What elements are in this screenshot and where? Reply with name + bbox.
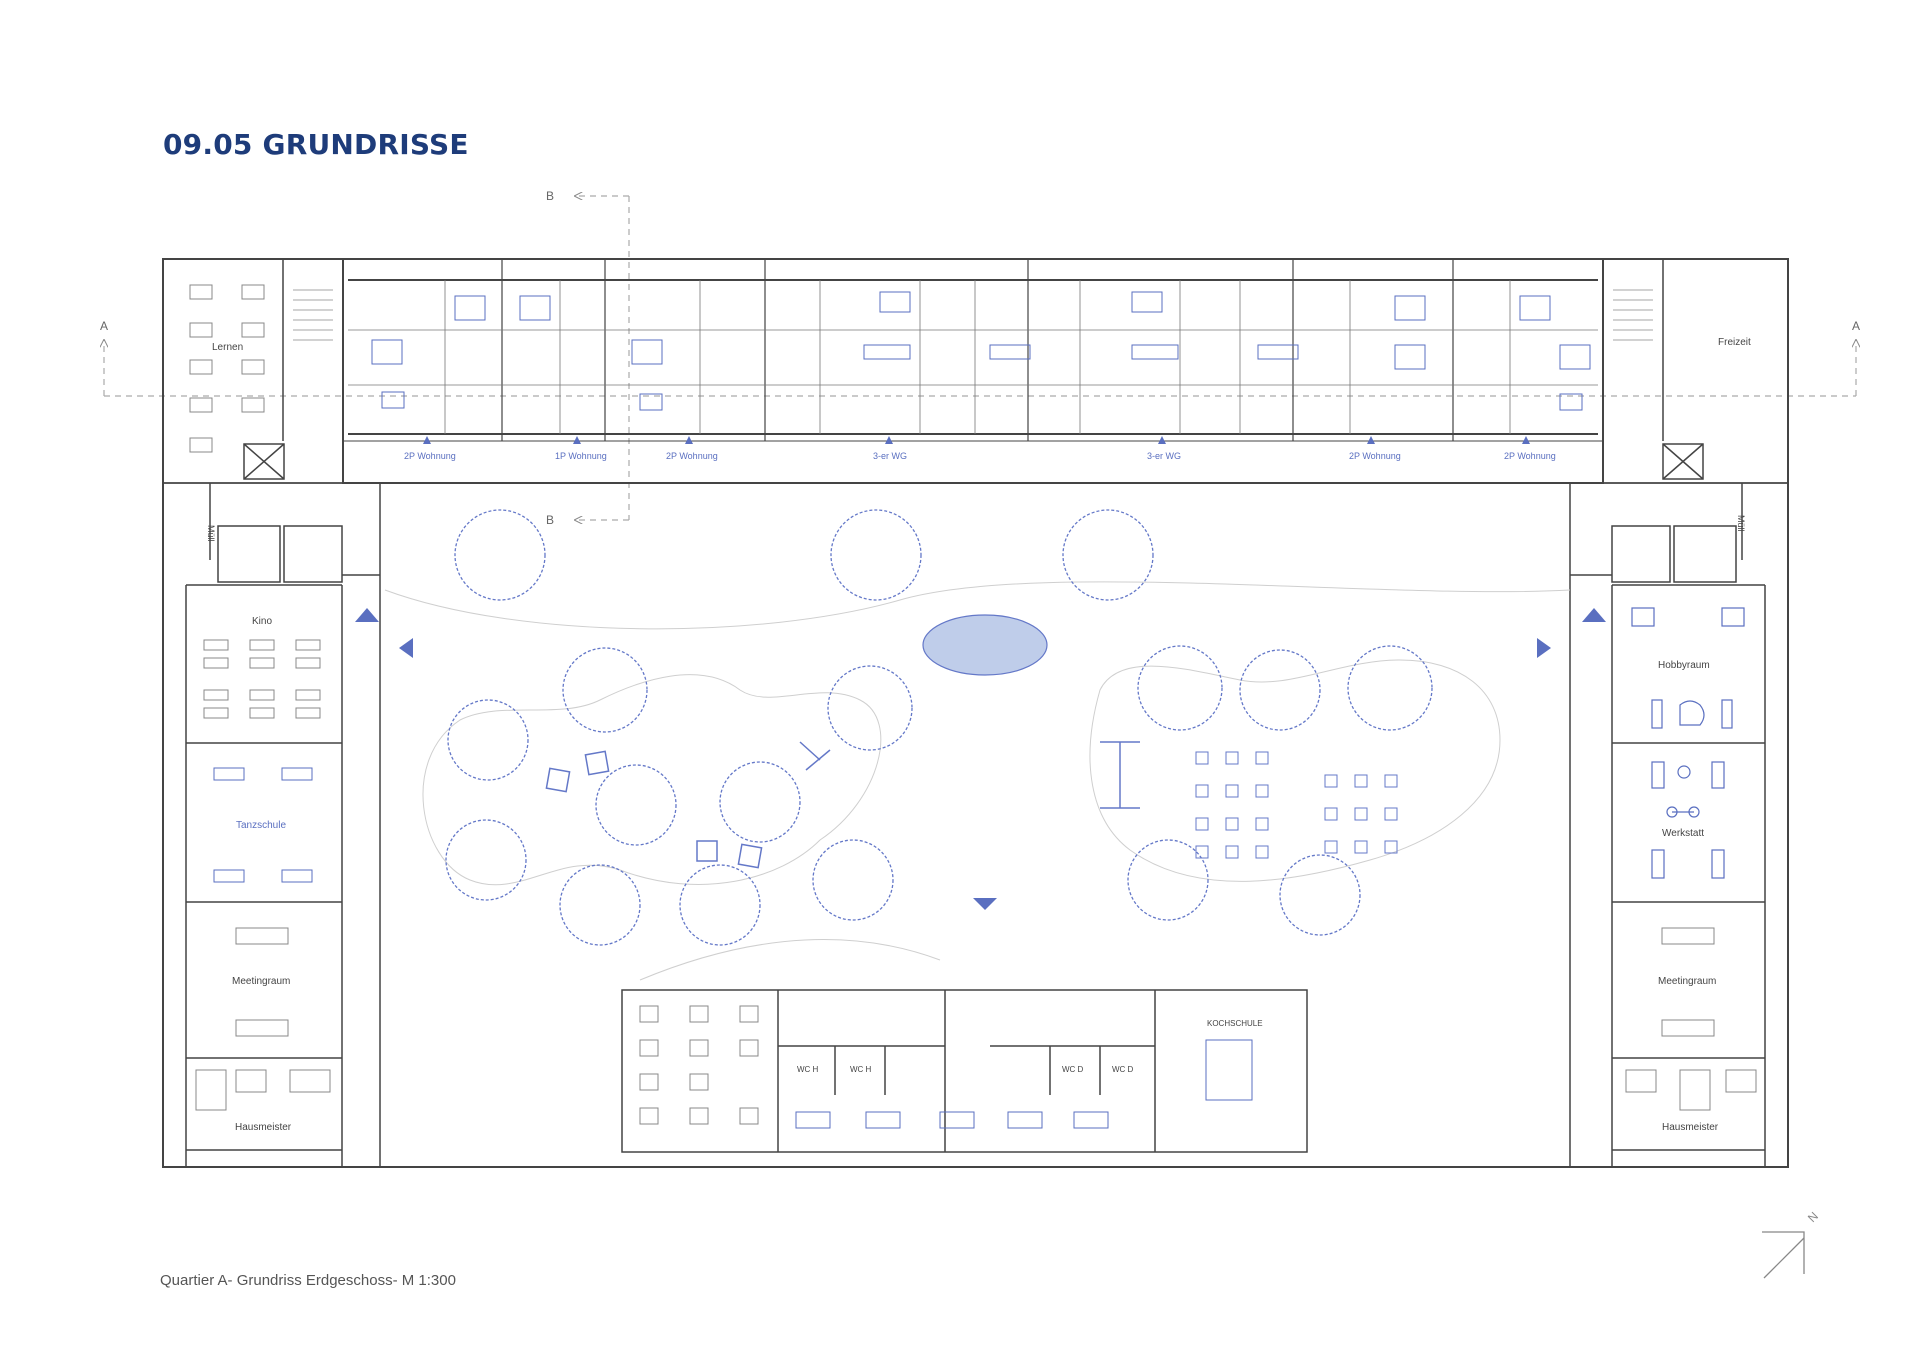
room-label-kochschule: KOCHSCHULE [1207,1019,1263,1028]
unit-marker-5 [1158,436,1166,444]
seating-grid [1195,751,1398,859]
room-label-lernen: Lernen [212,342,243,353]
room-label-wc-d-2: WC D [1112,1065,1134,1074]
arrow-up-right-wing [1582,608,1606,622]
left-wing [162,482,381,1168]
room-label-muell-right: Müll [1736,515,1746,532]
north-arrow-icon [1762,1231,1805,1279]
room-label-hobbyraum: Hobbyraum [1658,660,1710,671]
corner-block-right [1602,258,1789,484]
unit-label-7: 2P Wohnung [1504,451,1556,461]
unit-label-3: 2P Wohnung [666,451,718,461]
room-label-werkstatt: Werkstatt [1662,828,1704,839]
unit-marker-4 [885,436,893,444]
arrow-left-courtyard [399,638,413,658]
unit-marker-3 [685,436,693,444]
room-label-kino: Kino [252,616,272,627]
cafe-tables [639,1005,759,1125]
apartment-furniture [371,291,1591,411]
unit-marker-1 [423,436,431,444]
arrow-down-courtyard [973,898,997,910]
room-label-wc-h-1: WC H [797,1065,819,1074]
section-line-a [104,340,1856,397]
section-mark-a-right: A [1852,319,1860,333]
plan-caption: Quartier A- Grundriss Erdgeschoss- M 1:3… [160,1272,456,1289]
community-building [621,989,1308,1153]
unit-label-6: 2P Wohnung [1349,451,1401,461]
room-label-wc-h-2: WC H [850,1065,872,1074]
page-title: 09.05 GRUNDRISSE [163,128,469,161]
residential-wing [342,258,1604,484]
room-label-hausmeister-left: Hausmeister [235,1122,292,1133]
room-label-freizeit: Freizeit [1718,337,1751,348]
section-mark-b-bottom: B [546,513,554,527]
unit-label-4: 3-er WG [873,451,907,461]
community-furniture [795,1039,1253,1129]
room-label-hausmeister-right: Hausmeister [1662,1122,1719,1133]
werkstatt-furniture [1651,761,1725,879]
section-line-b [575,196,630,520]
pond [922,614,1048,676]
lernen-tables [189,284,265,453]
room-label-meetingraum-right: Meetingraum [1658,976,1716,987]
unit-label-5: 3-er WG [1147,451,1181,461]
right-wing [1569,482,1789,1168]
play-equipment [545,741,1140,869]
room-label-meetingraum-left: Meetingraum [232,976,290,987]
unit-label-1: 2P Wohnung [404,451,456,461]
meetingraum-left-tables [235,927,289,1037]
room-label-wc-d-1: WC D [1062,1065,1084,1074]
unit-labels: 2P Wohnung 1P Wohnung 2P Wohnung 3-er WG… [404,436,1556,461]
unit-marker-7 [1522,436,1530,444]
arrow-up-left-wing [355,608,379,622]
tanzschule-furniture [213,767,313,883]
hobbyraum-furniture [1631,607,1745,729]
arrow-right-courtyard [1537,638,1551,658]
unit-label-2: 1P Wohnung [555,451,607,461]
section-mark-a-left: A [100,319,108,333]
courtyard [384,581,1571,981]
courtyard-arrows [355,608,1606,910]
courtyard-trees [445,509,1433,946]
building-outline [162,258,1789,1168]
hausmeister-right-furniture [1625,1069,1757,1111]
unit-marker-6 [1367,436,1375,444]
room-label-muell-left: Müll [206,525,216,542]
kino-seats [203,639,321,719]
section-mark-b-top: B [546,189,554,203]
unit-marker-2 [573,436,581,444]
room-label-tanzschule: Tanzschule [236,820,286,831]
corner-block-left [162,258,344,484]
north-arrow-label: N [1805,1209,1821,1225]
meetingraum-right-tables [1661,927,1715,1037]
hausmeister-left-furniture [195,1069,331,1111]
